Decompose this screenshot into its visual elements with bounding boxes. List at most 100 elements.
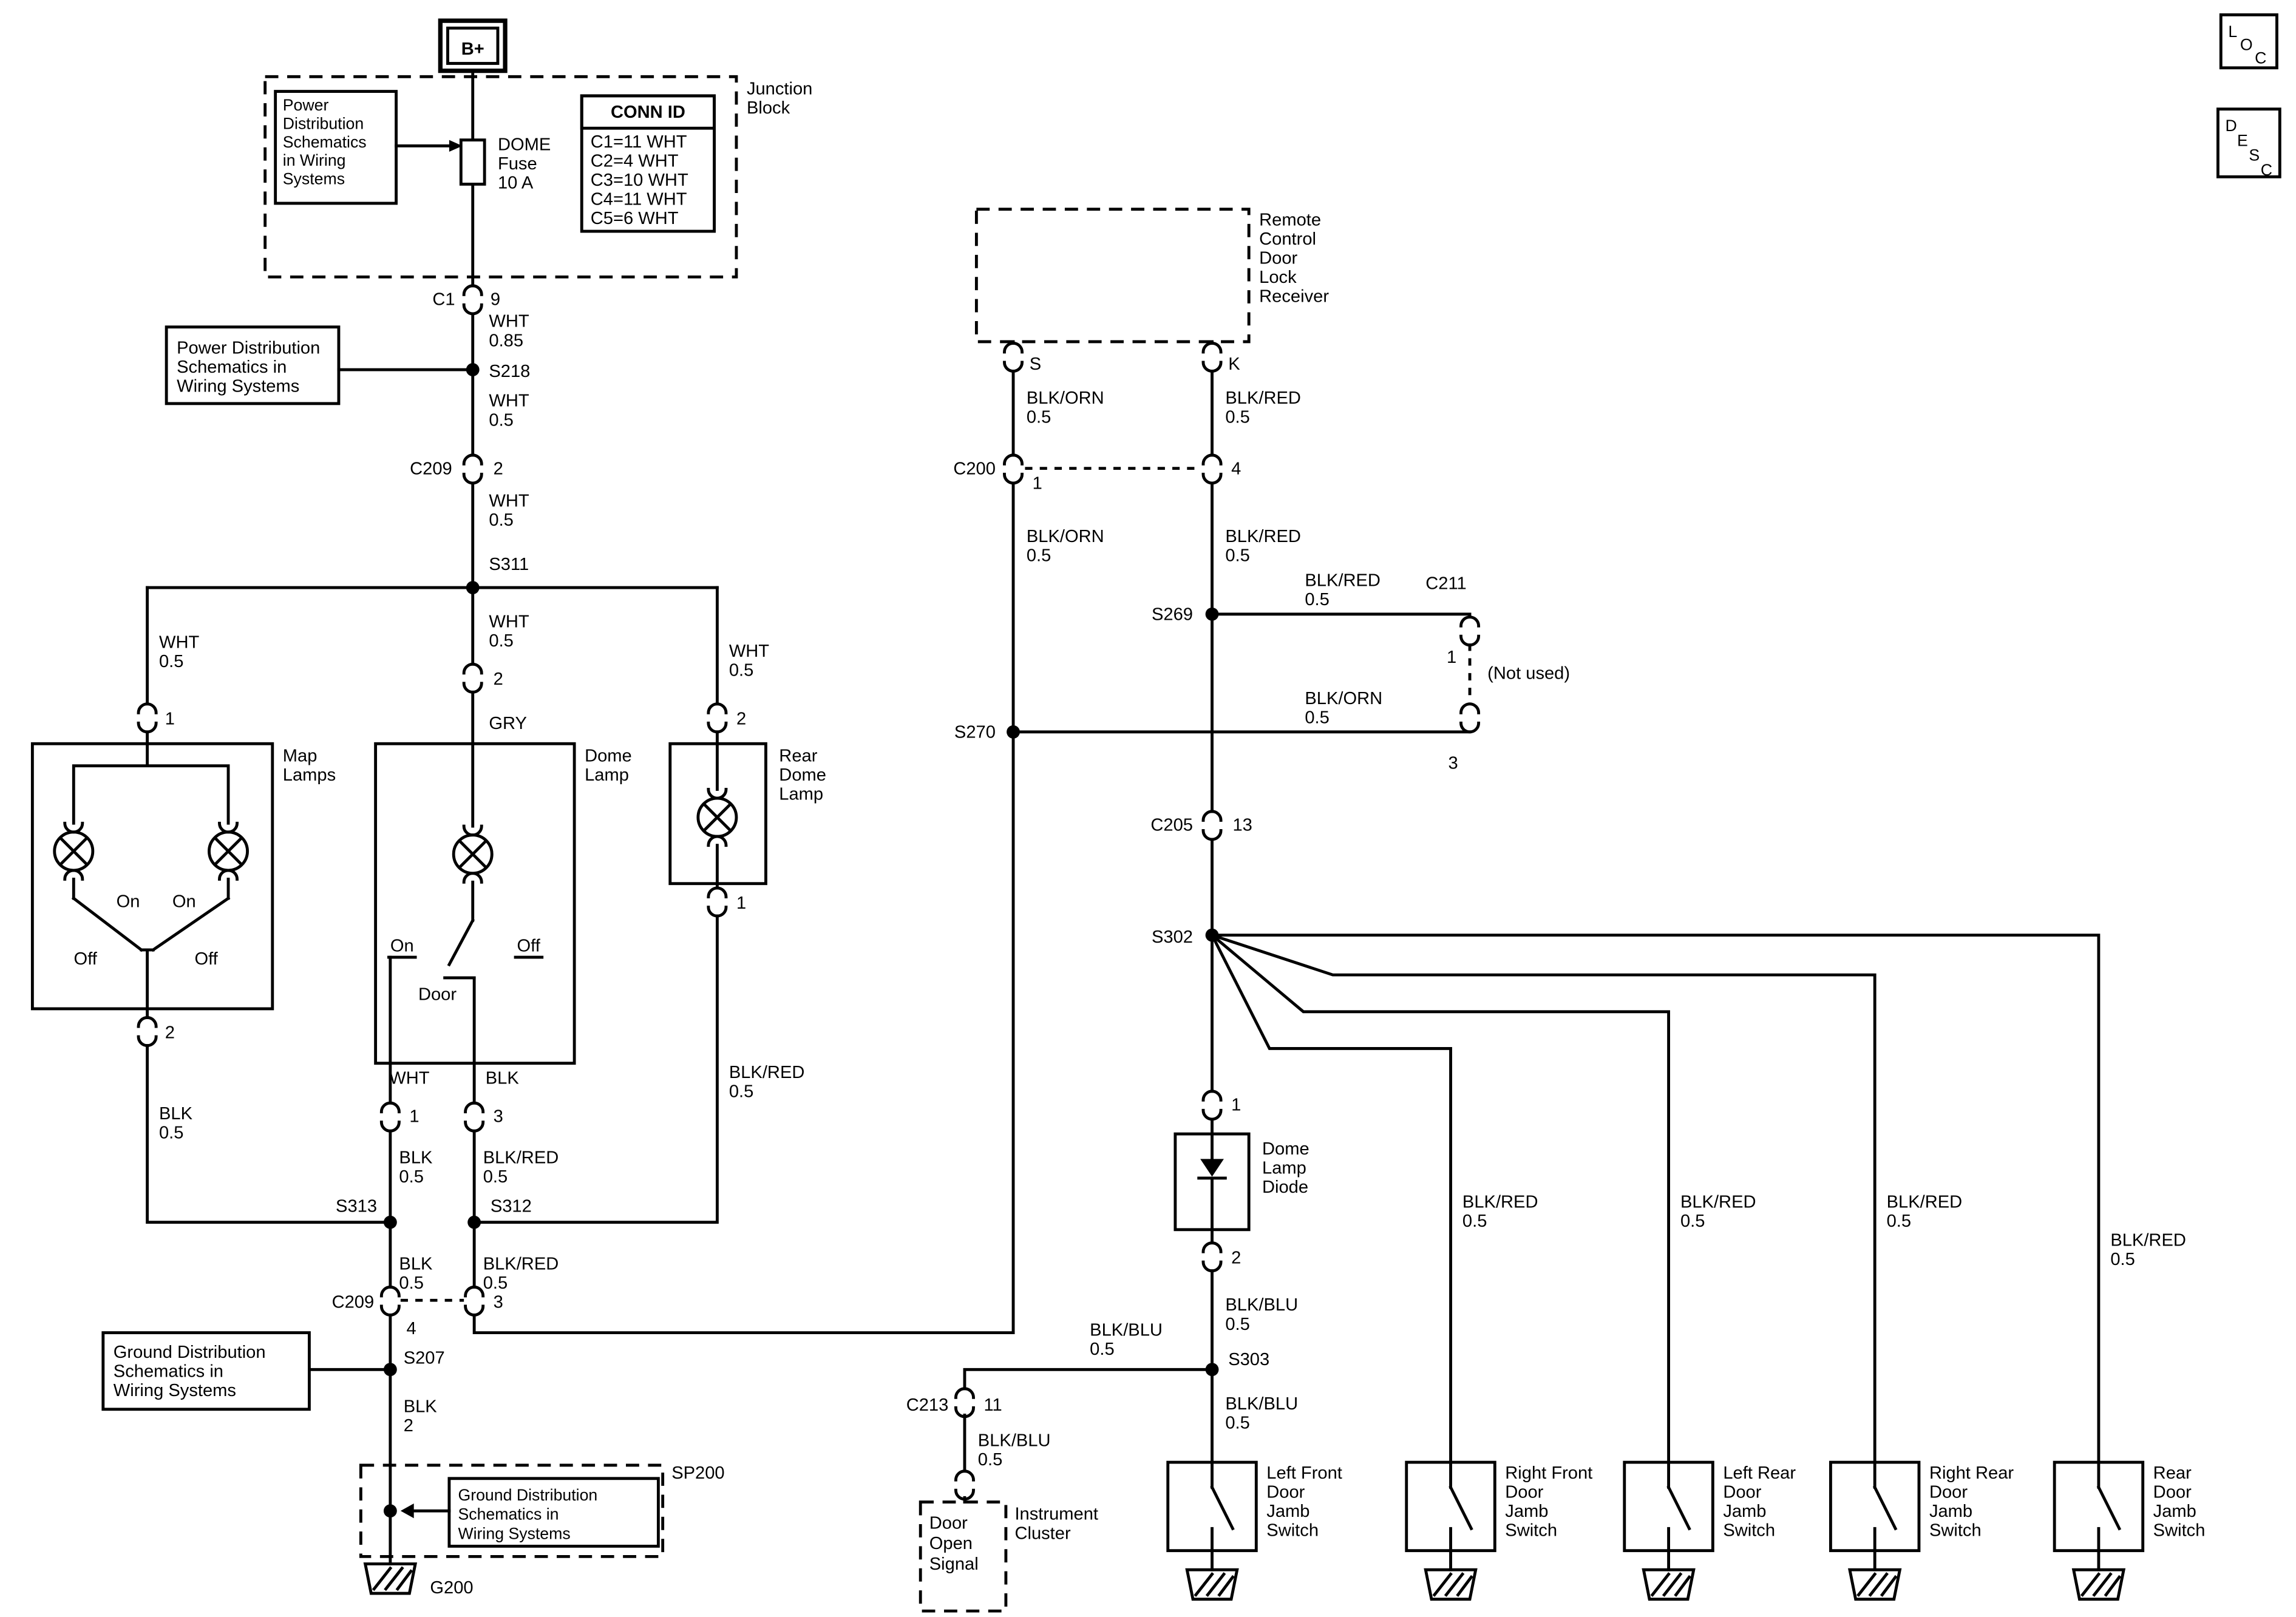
wire <box>72 742 230 825</box>
ground-icon <box>1850 1570 1900 1599</box>
inline-connector-icon <box>138 704 156 732</box>
switch-blade <box>1872 1485 1898 1531</box>
switch-position-label: On <box>172 892 196 912</box>
pin-label: 9 <box>491 290 500 309</box>
splice-dot <box>383 1504 397 1518</box>
pin-label: 4 <box>1231 459 1241 478</box>
connector-label: C211 <box>1425 574 1466 594</box>
battery-feed-label: B+ <box>461 39 484 59</box>
wire <box>1216 934 2101 1464</box>
lamp-icon <box>55 823 93 879</box>
fuse-icon <box>459 138 486 186</box>
lamp-icon <box>209 823 247 879</box>
switch-blade <box>447 918 475 967</box>
sp200-outline <box>359 1463 665 1558</box>
inline-connector-icon <box>1461 704 1479 732</box>
pin-label: S <box>1030 354 1041 374</box>
switch-blade <box>1210 1485 1235 1531</box>
splice-label: SP200 <box>671 1463 724 1483</box>
inline-connector-icon <box>956 1471 973 1499</box>
desc-letter: E <box>2237 131 2248 149</box>
wire <box>472 1314 1015 1335</box>
wire <box>140 948 155 1011</box>
map-lamps-box <box>30 742 274 1011</box>
lamp-icon <box>698 789 736 845</box>
pin-label: 1 <box>409 1107 419 1127</box>
loc-letter: O <box>2240 36 2253 54</box>
wire <box>1210 933 1877 1464</box>
splice-label: S218 <box>489 362 530 381</box>
pin-label: 2 <box>494 459 503 478</box>
switch-blade <box>71 896 231 952</box>
inline-connector-icon <box>464 664 481 692</box>
loc-letter: C <box>2255 49 2266 67</box>
inline-connector-icon <box>1203 1243 1221 1271</box>
inline-connector-icon <box>708 888 726 916</box>
pin-label: 1 <box>1033 474 1042 493</box>
inline-connector-icon <box>381 1103 399 1131</box>
wire-label: GRY <box>489 714 527 733</box>
switch-blade <box>1449 1485 1473 1531</box>
splice-dot <box>1205 1363 1219 1377</box>
switch-blade <box>1666 1485 1691 1531</box>
inline-connector-icon <box>1203 812 1221 839</box>
pin-label: 3 <box>1448 754 1458 773</box>
note-pointer-arrow-icon <box>400 1503 414 1519</box>
inline-connector-icon <box>708 704 726 732</box>
inline-connector-icon <box>1203 343 1221 371</box>
not-used-note: (Not used) <box>1487 664 1570 683</box>
pin-label: 2 <box>736 710 746 729</box>
switch-position-label: On <box>390 936 414 955</box>
ground-icon <box>2074 1570 2124 1599</box>
wire <box>1210 933 1452 1464</box>
desc-tab <box>2216 107 2281 178</box>
wire <box>72 878 230 900</box>
inline-connector-icon <box>138 1017 156 1045</box>
conn-id-row: C4=11 WHT <box>591 189 687 209</box>
connector-label: C205 <box>1150 815 1193 835</box>
desc-letter: C <box>2261 161 2272 179</box>
splice-dot <box>466 363 480 376</box>
loc-letter: L <box>2228 22 2237 41</box>
conn-id-row: C2=4 WHT <box>591 151 679 171</box>
conn-id-row: C1=11 WHT <box>591 132 687 152</box>
conn-id-row: C5=6 WHT <box>591 209 679 228</box>
splice-dot <box>466 581 480 595</box>
inline-connector-icon <box>956 1389 973 1417</box>
junction-block-outline <box>263 75 738 279</box>
ground-icon <box>1425 1570 1475 1599</box>
